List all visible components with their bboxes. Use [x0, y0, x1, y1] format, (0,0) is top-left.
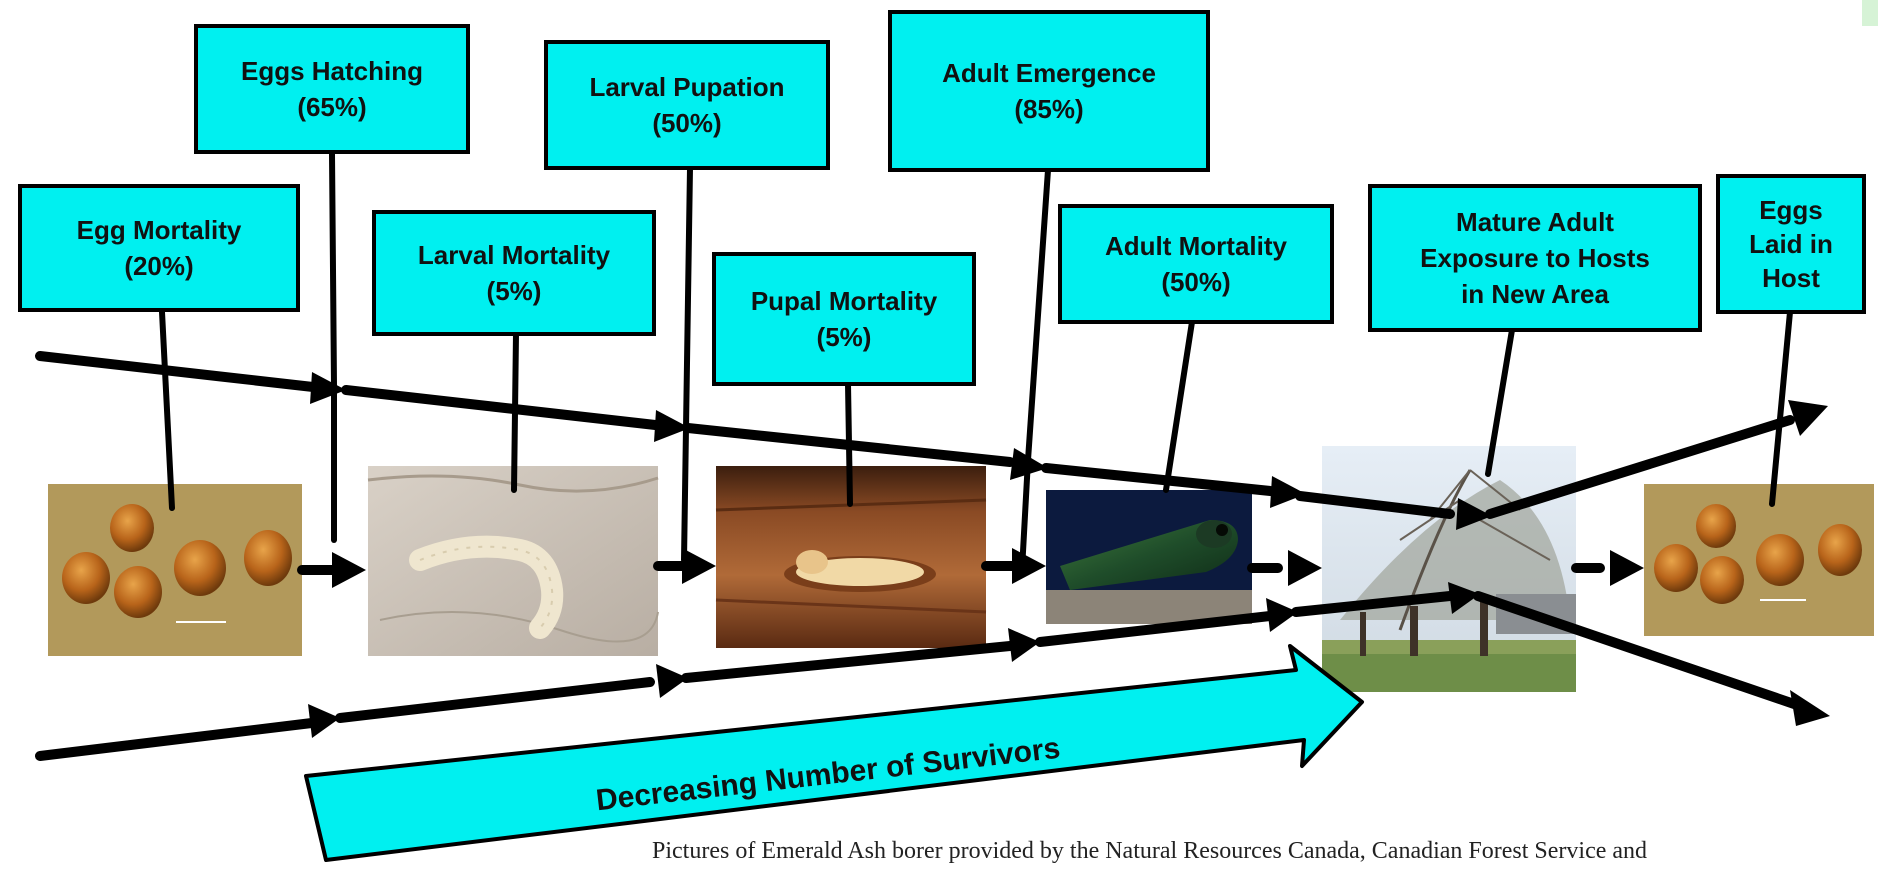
larval-mortality-percent: (5%)	[486, 276, 542, 306]
lower-path-segment-4	[1035, 611, 1275, 647]
egg-mortality-box: Egg Mortality (20%)	[18, 184, 300, 312]
larva-photo	[367, 466, 659, 656]
arrowhead-photo-4	[1288, 550, 1322, 586]
eggs-hatching-connector	[329, 151, 337, 389]
trees-photo	[1322, 446, 1576, 692]
eggs-hatching-box: Eggs Hatching (65%)	[194, 24, 470, 154]
egg-mortality-percent: (20%)	[124, 251, 194, 281]
adult-emergence-box: Adult Emergence (85%)	[888, 10, 1210, 172]
mature-adult-line3: in New Area	[1461, 279, 1609, 309]
arrowhead-photo-5	[1610, 550, 1644, 586]
arrowhead-photo-1	[332, 552, 366, 588]
lower-path-segment-2	[335, 677, 655, 723]
photo-credit: Pictures of Emerald Ash borer provided b…	[652, 838, 1648, 864]
adult-emergence-connector	[1025, 167, 1051, 463]
adult-mortality-connector	[1163, 319, 1195, 493]
eggs-photo	[48, 484, 302, 656]
arrowhead-lower-5	[1448, 582, 1480, 614]
larval-pupation-percent: (50%)	[652, 108, 722, 138]
eggs-hatching-title: Eggs Hatching	[240, 56, 423, 86]
egg-mortality-title: Egg Mortality	[76, 215, 242, 245]
adult-emergence-percent: (85%)	[1014, 94, 1084, 124]
mature-adult-line1: Mature Adult	[1456, 207, 1614, 237]
eggs-hatching-percent: (65%)	[297, 92, 367, 122]
larval-pupation-title: Larval Pupation	[589, 72, 785, 102]
decreasing-survivors-arrow: Decreasing Number of Survivors	[304, 644, 1364, 862]
larval-pupation-connector	[683, 165, 693, 431]
larval-mortality-title: Larval Mortality	[417, 240, 611, 270]
egg-mortality-connector	[159, 309, 175, 511]
pupa-photo	[715, 466, 987, 648]
corner-strip	[1862, 0, 1878, 26]
arrowhead-upper-1	[310, 372, 346, 404]
lower-path-segment-6	[1473, 591, 1805, 711]
lower-path-segment-3	[681, 641, 1015, 683]
upper-path-segment-6	[1485, 415, 1795, 519]
pupal-mortality-title: Pupal Mortality	[750, 286, 938, 316]
connector-lines	[159, 151, 1793, 573]
adult-mortality-title: Adult Mortality	[1105, 231, 1287, 261]
adult-emergence-down-connector	[1019, 457, 1031, 573]
eggs-laid-connector	[1769, 309, 1793, 507]
arrowhead-photo-2	[682, 548, 716, 584]
adult-mortality-percent: (50%)	[1161, 267, 1231, 297]
arrowheads	[308, 372, 1830, 738]
arrowhead-lower-end	[1790, 690, 1830, 726]
lower-path-segment-1	[35, 717, 325, 761]
arrowhead-lower-4	[1266, 598, 1298, 632]
arrowhead-lower-2	[656, 664, 688, 698]
adult-emergence-title: Adult Emergence	[942, 58, 1156, 88]
arrowhead-lower-3	[1008, 628, 1040, 662]
arrowhead-upper-4	[1270, 476, 1306, 508]
upper-path-segment-3	[683, 423, 1015, 467]
mature-adult-connector	[1485, 327, 1515, 477]
upper-path-segment-2	[341, 385, 669, 431]
mature-adult-line2: Exposure to Hosts	[1420, 243, 1650, 273]
upper-path-segment-1	[35, 351, 327, 393]
eggs-in-host-photo	[1644, 484, 1874, 636]
arrowhead-upper-3	[1010, 448, 1048, 480]
arrowhead-lower-1	[308, 704, 340, 738]
pupal-mortality-box: Pupal Mortality (5%)	[712, 252, 976, 386]
eggs-laid-line3: Host	[1762, 263, 1820, 293]
flow-lines	[35, 351, 1805, 761]
adult-beetle-photo	[1046, 490, 1252, 624]
eggs-laid-line2: Laid in	[1749, 229, 1833, 259]
eggs-laid-line1: Eggs	[1759, 195, 1823, 225]
lower-path-segment-5	[1291, 591, 1455, 617]
larval-pupation-box: Larval Pupation (50%)	[544, 40, 830, 170]
arrowhead-upper-end	[1788, 400, 1828, 436]
pupal-mortality-percent: (5%)	[816, 322, 872, 352]
upper-path-segment-4	[1041, 463, 1285, 497]
larval-pupation-down-connector	[681, 425, 689, 563]
arrowhead-upper-2	[654, 410, 690, 442]
upper-path-segment-5	[1295, 491, 1455, 519]
larval-mortality-box: Larval Mortality (5%)	[372, 210, 656, 336]
adult-mortality-box: Adult Mortality (50%)	[1058, 204, 1334, 324]
arrowhead-photo-3	[1012, 548, 1046, 584]
arrowhead-upper-5	[1456, 498, 1492, 530]
